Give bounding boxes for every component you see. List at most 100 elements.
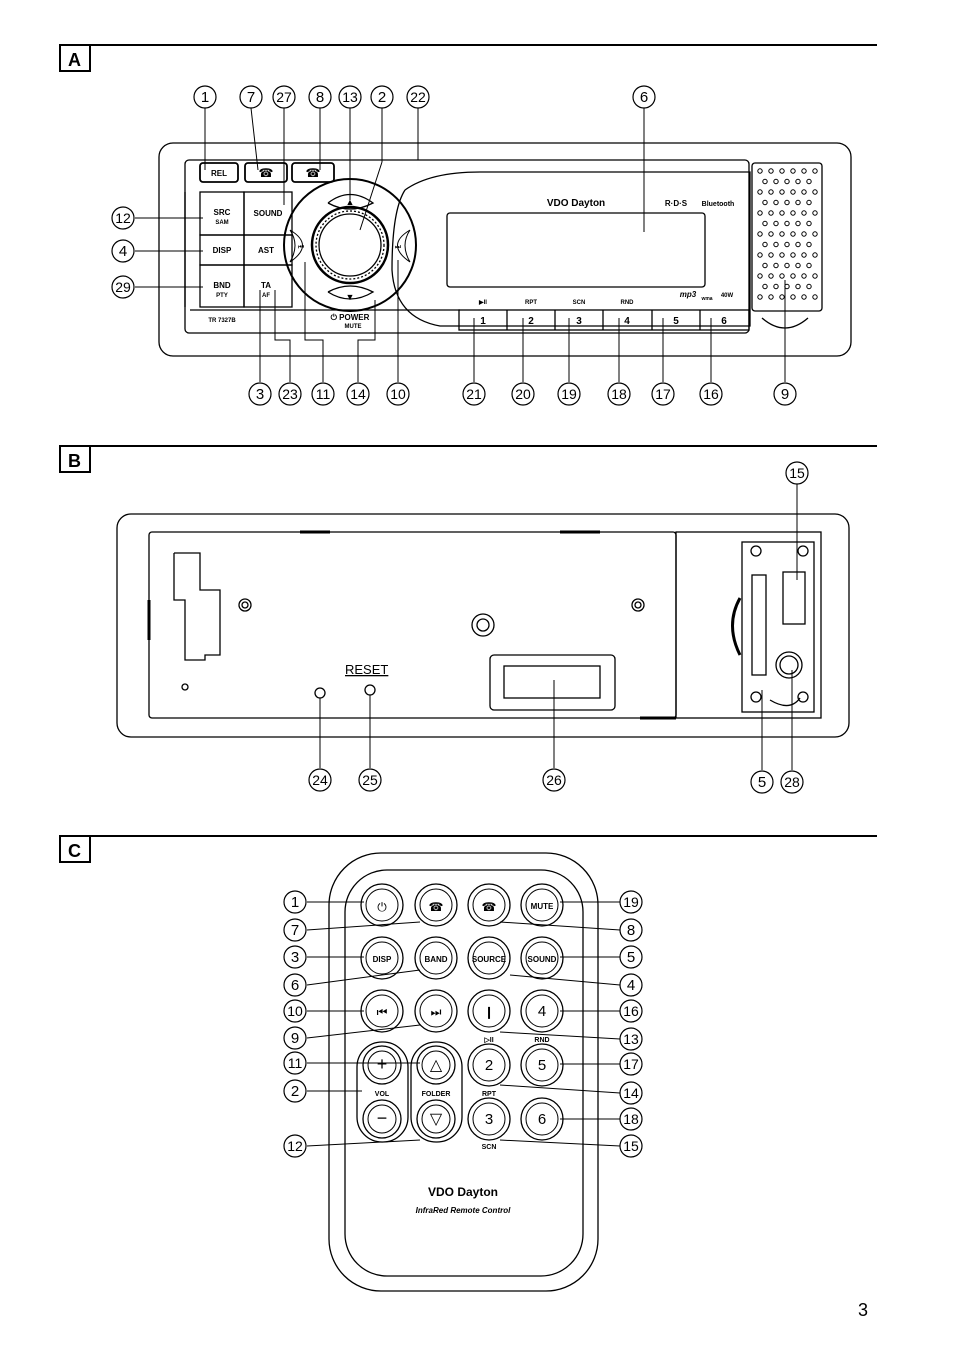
preset-6-label: 6 — [721, 316, 727, 327]
callout-number: 3 — [291, 949, 299, 966]
callout-circle — [283, 890, 307, 914]
callout-number: 7 — [247, 89, 255, 106]
remote-button[interactable] — [362, 1045, 402, 1085]
callout-circle — [619, 890, 643, 914]
remote-vol-label: VOL — [375, 1091, 390, 1098]
preset-1-label: 1 — [480, 316, 486, 327]
sound-button-label: SOUND — [254, 209, 283, 218]
callout-circle — [283, 918, 307, 942]
remote-button[interactable] — [467, 1097, 511, 1141]
remote-button[interactable] — [414, 883, 458, 927]
remote-button[interactable] — [467, 1043, 511, 1087]
callout-circle — [283, 973, 307, 997]
grille-hole — [757, 294, 763, 300]
remote-button[interactable] — [416, 1099, 456, 1139]
disp-button-label: DISP — [213, 246, 232, 255]
down-arrow-icon: ▼ — [346, 292, 355, 302]
callout-number: 9 — [781, 386, 789, 403]
remote-button[interactable] — [416, 1045, 456, 1085]
remote-button[interactable] — [520, 1043, 564, 1087]
callout-number: 25 — [362, 772, 378, 788]
grille-hole — [790, 168, 796, 174]
grille-hole — [795, 283, 801, 290]
remote-button[interactable] — [414, 989, 458, 1033]
grille-hole — [779, 168, 785, 174]
remote-button[interactable] — [467, 936, 511, 980]
remote-button[interactable] — [360, 883, 404, 927]
callout-number: 1 — [291, 894, 299, 911]
grille-hole — [795, 262, 801, 269]
grille-hole — [784, 262, 790, 269]
grille-hole — [790, 231, 796, 237]
callout-circle — [557, 382, 581, 406]
callout-circle — [338, 85, 362, 109]
phone-reject-icon: ☎ — [306, 166, 321, 180]
grille-hole — [779, 252, 785, 258]
callout-number: 20 — [515, 386, 531, 402]
brand-logo: VDO Dayton — [547, 198, 605, 209]
grille-hole — [757, 273, 763, 279]
grille-hole — [773, 220, 779, 227]
remote-num-3: 3 — [485, 1111, 493, 1128]
callout-circle — [632, 85, 656, 109]
remote-control — [328, 852, 599, 1292]
grille-hole — [790, 294, 796, 300]
callout-number: 8 — [627, 922, 635, 939]
remote-source-label: SOURCE — [472, 955, 507, 964]
remote-button[interactable] — [520, 883, 564, 927]
callout-number: 24 — [312, 772, 328, 788]
grille-hole — [768, 168, 774, 174]
remote-button[interactable] — [414, 936, 458, 980]
remote-vol-plus: + — [377, 1054, 388, 1074]
callout-number: 15 — [623, 1138, 639, 1154]
remote-disp-label: DISP — [373, 955, 392, 964]
sam-label: SAM — [215, 220, 228, 226]
callout-number: 23 — [282, 386, 298, 402]
remote-button-inner — [525, 1048, 559, 1082]
callout-circle — [542, 768, 566, 792]
remote-prev-icon: ⏮ — [377, 1005, 388, 1019]
remote-button-inner — [419, 994, 453, 1028]
callout-number: 29 — [115, 279, 131, 295]
preset-3-label: 3 — [576, 316, 582, 327]
remote-button[interactable] — [360, 936, 404, 980]
remote-button-inner — [365, 941, 399, 975]
remote-button-inner — [365, 888, 399, 922]
grille-hole — [806, 241, 812, 248]
callout-number: 2 — [378, 89, 386, 106]
watt-label: 40W — [721, 293, 734, 299]
grille-hole — [768, 189, 774, 195]
grille-hole — [790, 252, 796, 258]
remote-button-inner — [525, 888, 559, 922]
callout-circle — [248, 382, 272, 406]
bnd-button-label: BND — [213, 281, 231, 290]
callout-circle — [283, 945, 307, 969]
remote-phone-accept-icon: ☎ — [429, 900, 444, 914]
remote-button-inner — [472, 1102, 506, 1136]
callout-circle — [699, 382, 723, 406]
callout-circle — [651, 382, 675, 406]
callout-circle — [619, 973, 643, 997]
grille-hole — [795, 220, 801, 227]
model-label: TR 7327B — [208, 318, 236, 324]
grille-hole — [784, 199, 790, 206]
grille-hole — [806, 220, 812, 227]
callout-number: 16 — [623, 1003, 639, 1019]
callout-circle — [283, 1026, 307, 1050]
grille-hole — [801, 168, 807, 174]
speaker-grille — [757, 168, 818, 300]
remote-button[interactable] — [520, 936, 564, 980]
callout-number: 14 — [623, 1085, 639, 1101]
grille-hole — [757, 252, 763, 258]
callout-number: 1 — [201, 89, 209, 106]
remote-button[interactable] — [467, 883, 511, 927]
preset-function-scn: SCN — [573, 300, 586, 306]
section-label-b: B — [68, 451, 81, 471]
remote-button[interactable] — [467, 989, 511, 1033]
remote-button[interactable] — [362, 1099, 402, 1139]
remote-band-label: BAND — [424, 955, 447, 964]
callout-circle — [619, 945, 643, 969]
callout-circle — [311, 382, 335, 406]
callout-number: 13 — [342, 89, 358, 105]
callout-number: 4 — [627, 977, 635, 994]
